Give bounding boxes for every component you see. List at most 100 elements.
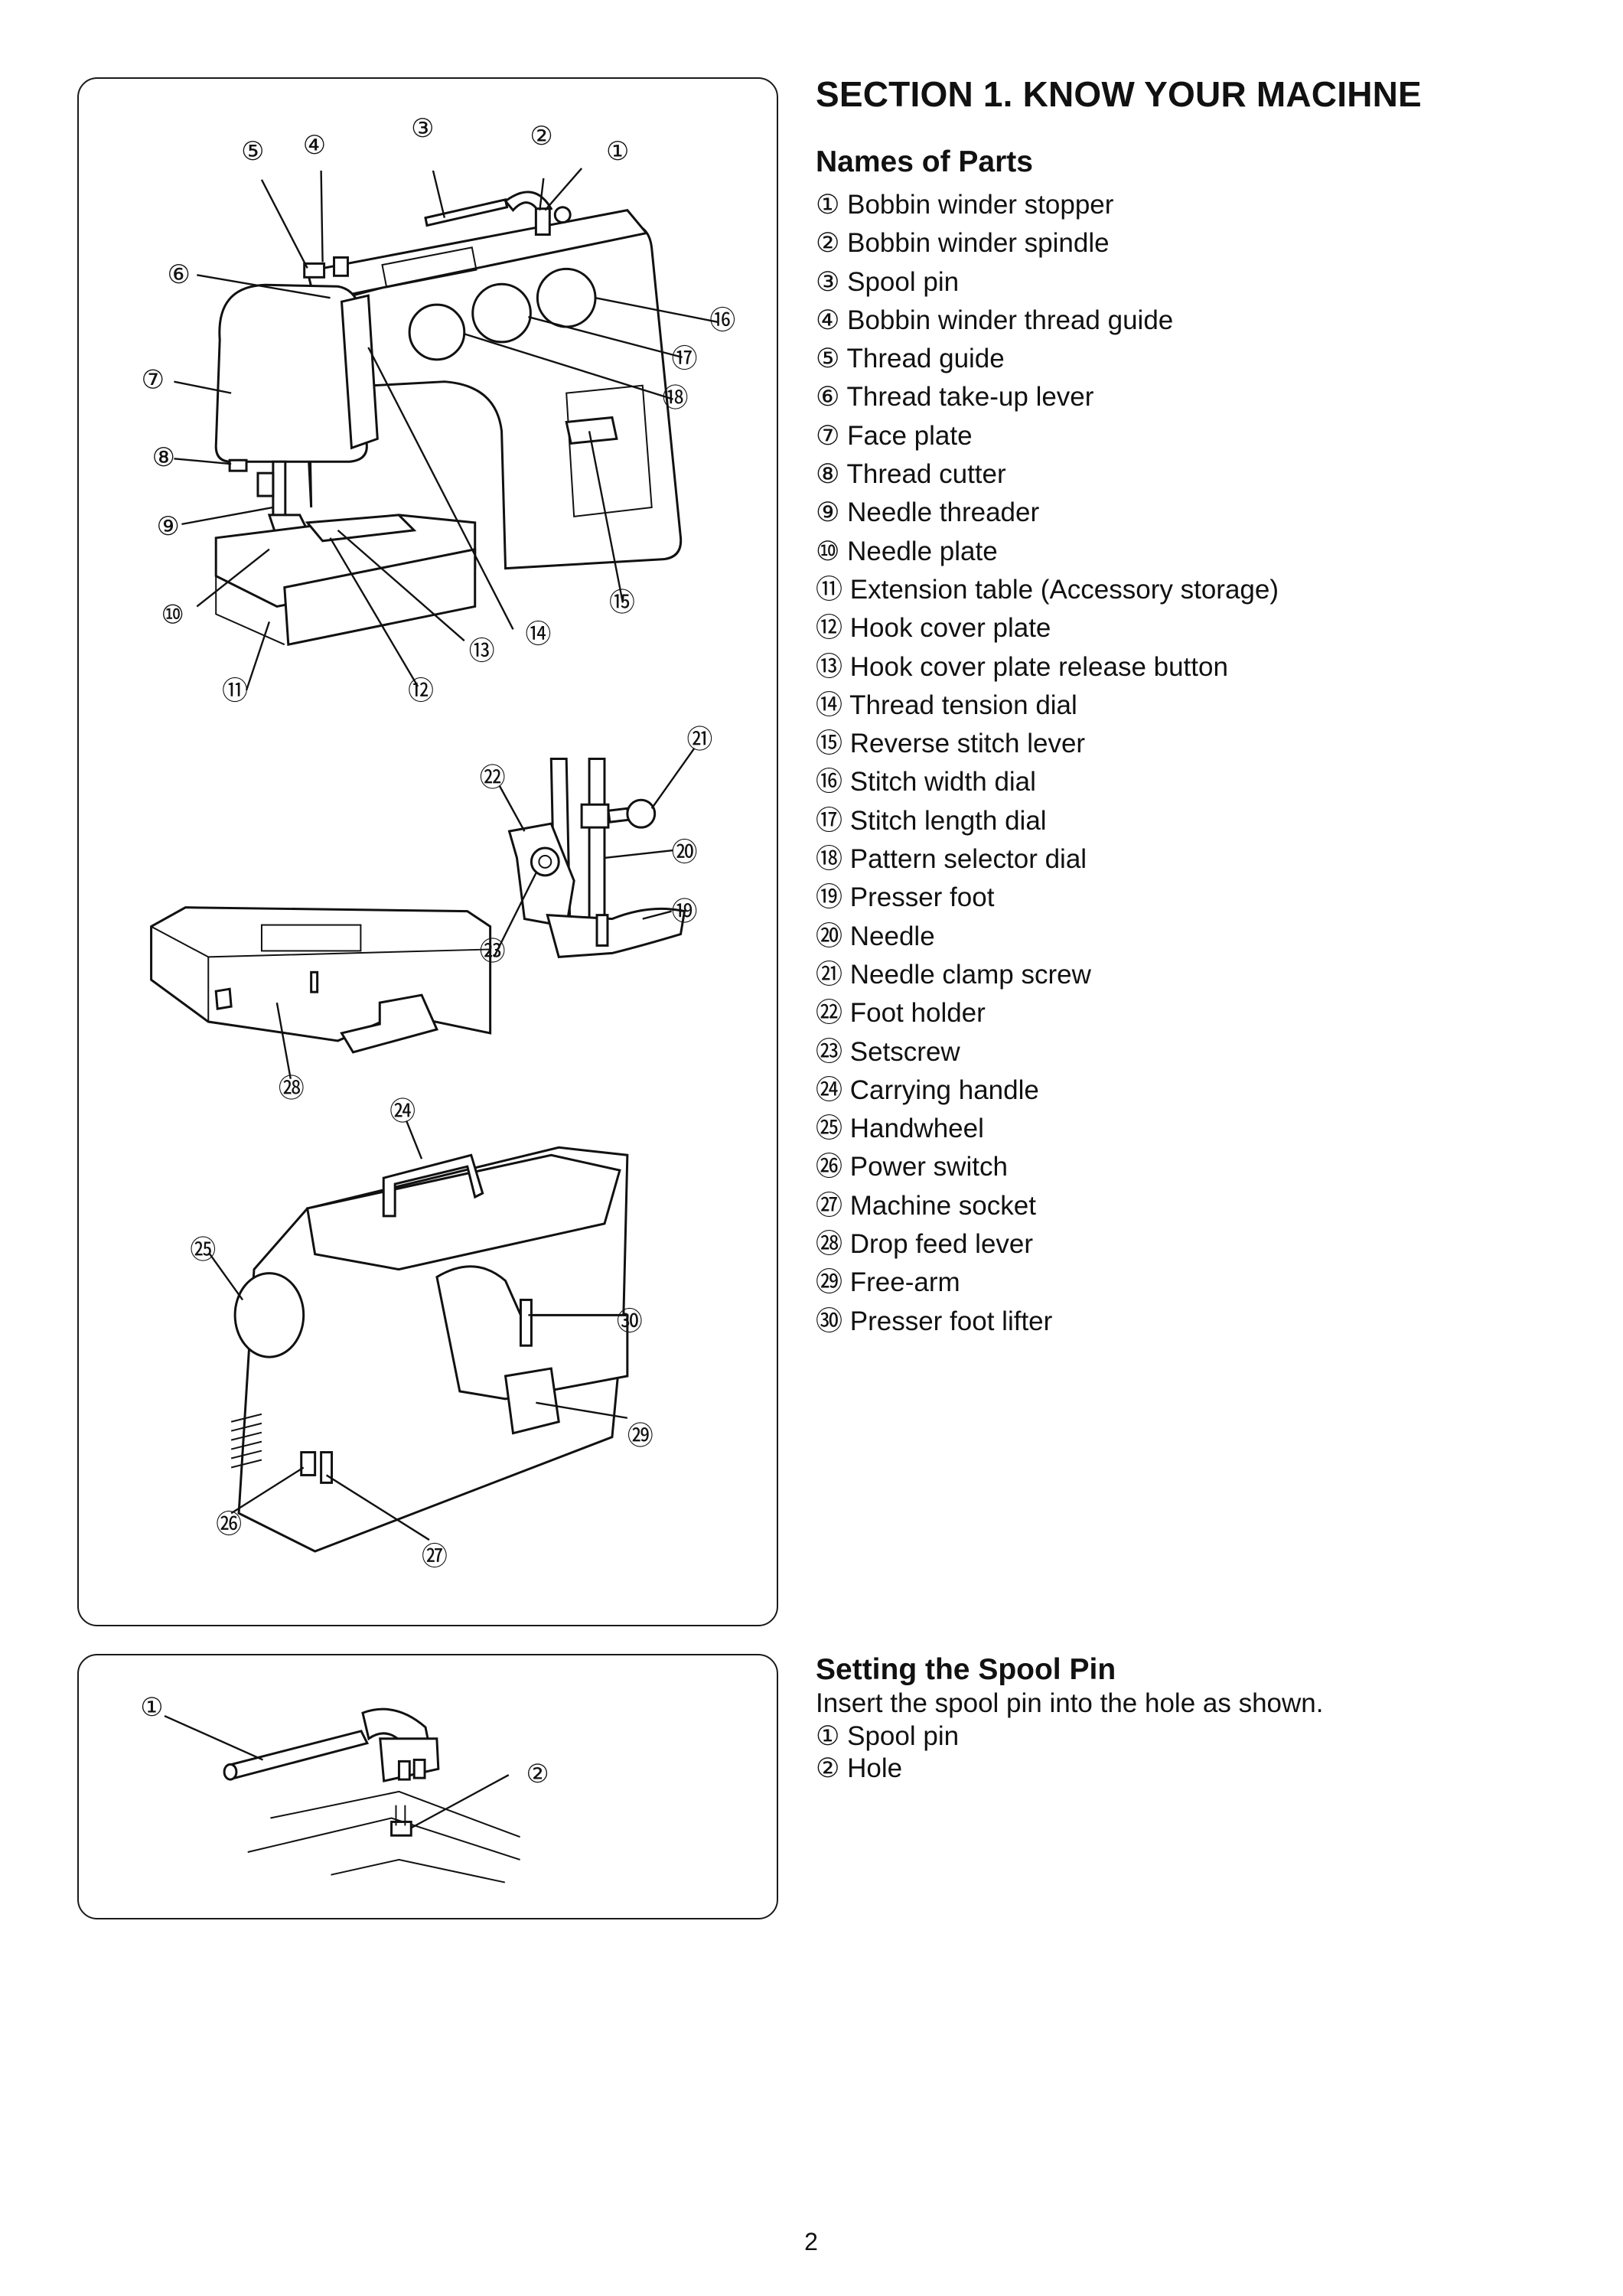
callout-16: ⑯: [709, 305, 735, 335]
item-number: ⑩: [816, 536, 840, 566]
callout-22: ㉒: [480, 762, 506, 792]
list-item: ⑨ Needle threader: [816, 494, 1279, 532]
callout-11: ⑪: [222, 676, 248, 706]
item-number: ㉓: [816, 1036, 843, 1067]
list-item: ⑤ Thread guide: [816, 340, 1279, 378]
item-label: Free-arm: [849, 1267, 960, 1298]
list-item: ⑦ Face plate: [816, 417, 1279, 455]
item-label: Pattern selector dial: [849, 844, 1087, 875]
callout-24: ㉔: [389, 1096, 416, 1126]
item-number: ㉖: [816, 1152, 843, 1182]
callout-7: ⑦: [142, 365, 165, 395]
list-item: ① Bobbin winder stopper: [816, 186, 1279, 224]
callout-6: ⑥: [167, 259, 190, 289]
list-item: ⑩ Needle plate: [816, 533, 1279, 571]
list-item: ⑲ Presser foot: [816, 879, 1279, 917]
list-item: ⑧ Thread cutter: [816, 455, 1279, 494]
callout-10: ⑩: [161, 599, 184, 629]
item-label: Thread take-up lever: [846, 382, 1094, 413]
item-label: Bobbin winder stopper: [847, 190, 1114, 220]
item-number: ㉘: [816, 1229, 843, 1260]
list-item: ㉔ Carrying handle: [816, 1071, 1279, 1110]
item-label: Drop feed lever: [849, 1229, 1034, 1260]
callout-23: ㉓: [480, 936, 506, 966]
callout-25: ㉕: [190, 1235, 216, 1265]
names-of-parts-heading: Names of Parts: [816, 145, 1033, 178]
spool-pin-diagram: ① ②: [140, 1692, 549, 1883]
item-number: ⑭: [816, 690, 843, 720]
item-label: Setscrew: [849, 1036, 960, 1067]
machine-front-view: [214, 191, 683, 646]
item-number: ②: [816, 228, 840, 259]
item-number: ②: [816, 1753, 840, 1783]
spool-pin-drawing: [223, 1707, 520, 1883]
item-number: ㉔: [816, 1075, 843, 1105]
item-number: ⑧: [816, 459, 840, 490]
list-item: ㉒ Foot holder: [816, 994, 1279, 1032]
item-label: Bobbin winder thread guide: [847, 305, 1174, 335]
item-label: Spool pin: [847, 266, 960, 297]
callout-19: ⑲: [672, 897, 698, 927]
callout-15: ⑮: [609, 587, 635, 617]
item-number: ⑰: [816, 805, 843, 836]
list-item: ㉕ Handwheel: [816, 1110, 1279, 1148]
item-label: Extension table (Accessory storage): [849, 574, 1279, 605]
item-number: ⑯: [816, 767, 843, 797]
item-number: ⑦: [816, 420, 840, 451]
list-item: ㉗ Machine socket: [816, 1187, 1279, 1225]
item-label: Hole: [847, 1753, 903, 1783]
spool-callout-1: ①: [140, 1692, 163, 1722]
list-item: ⑪ Extension table (Accessory storage): [816, 571, 1279, 609]
item-number: ⑪: [816, 574, 843, 605]
item-label: Face plate: [847, 420, 973, 451]
item-label: Needle plate: [847, 536, 998, 566]
item-number: ㉑: [816, 959, 843, 990]
callout-28: ㉘: [279, 1074, 305, 1104]
callout-5: ⑤: [241, 136, 264, 166]
callout-13: ⑬: [469, 636, 495, 666]
list-item: ② Hole: [816, 1753, 1323, 1786]
callout-18: ⑱: [663, 383, 689, 413]
item-label: Thread guide: [846, 344, 1005, 374]
item-label: Stitch length dial: [849, 805, 1047, 836]
parts-illustration-panel: ① ② ③ ④ ⑤ ⑥ ⑦ ⑧ ⑨ ⑩ ⑪ ⑫ ⑬ ⑭ ⑮ ⑯ ⑰ ⑱ ⑲ ⑳ …: [77, 77, 778, 1626]
sewing-machine-diagram: ① ② ③ ④ ⑤ ⑥ ⑦ ⑧ ⑨ ⑩ ⑪ ⑫ ⑬ ⑭ ⑮ ⑯ ⑰ ⑱ ⑲ ⑳ …: [142, 113, 736, 1571]
item-label: Reverse stitch lever: [849, 729, 1086, 759]
list-item: ⑭ Thread tension dial: [816, 687, 1279, 725]
callout-1: ①: [606, 136, 629, 166]
list-item: ㉘ Drop feed lever: [816, 1225, 1279, 1264]
item-number: ㉕: [816, 1114, 843, 1144]
callout-2: ②: [530, 121, 552, 151]
item-number: ③: [816, 266, 840, 297]
callout-8: ⑧: [152, 442, 175, 472]
item-number: ⑤: [816, 344, 840, 374]
item-label: Foot holder: [849, 998, 986, 1029]
spool-pin-illustration-panel: ① ②: [77, 1654, 778, 1919]
extension-table-detail: [150, 906, 492, 1054]
item-label: Hook cover plate: [849, 613, 1051, 644]
callout-3: ③: [411, 113, 434, 143]
list-item: ⑳ Needle: [816, 918, 1279, 956]
part-callouts: ① ② ③ ④ ⑤ ⑥ ⑦ ⑧ ⑨ ⑩ ⑪ ⑫ ⑬ ⑭ ⑮ ⑯ ⑰ ⑱ ⑲ ⑳ …: [142, 113, 736, 1571]
item-number: ①: [816, 190, 840, 220]
item-label: Needle threader: [847, 497, 1040, 528]
item-label: Thread tension dial: [849, 690, 1077, 720]
item-number: ④: [816, 305, 840, 335]
spool-callouts: ① ②: [140, 1692, 549, 1789]
item-label: Stitch width dial: [849, 767, 1036, 797]
callout-27: ㉗: [422, 1541, 448, 1571]
spool-leader-lines: [164, 1714, 510, 1829]
list-item: ④ Bobbin winder thread guide: [816, 302, 1279, 340]
item-number: ⑮: [816, 729, 843, 759]
item-number: ⑨: [816, 497, 840, 528]
item-label: Handwheel: [849, 1114, 984, 1144]
setting-spool-pin-heading: Setting the Spool Pin: [816, 1653, 1116, 1686]
callout-14: ⑭: [525, 619, 551, 649]
list-item: ⑫ Hook cover plate: [816, 609, 1279, 647]
list-item: ⑯ Stitch width dial: [816, 763, 1279, 801]
presser-foot-detail: [507, 758, 686, 958]
spool-instruction: Insert the spool pin into the hole as sh…: [816, 1688, 1324, 1718]
item-label: Needle clamp screw: [849, 959, 1091, 990]
page-number: 2: [804, 2228, 818, 2255]
item-number: ⑥: [816, 382, 840, 413]
